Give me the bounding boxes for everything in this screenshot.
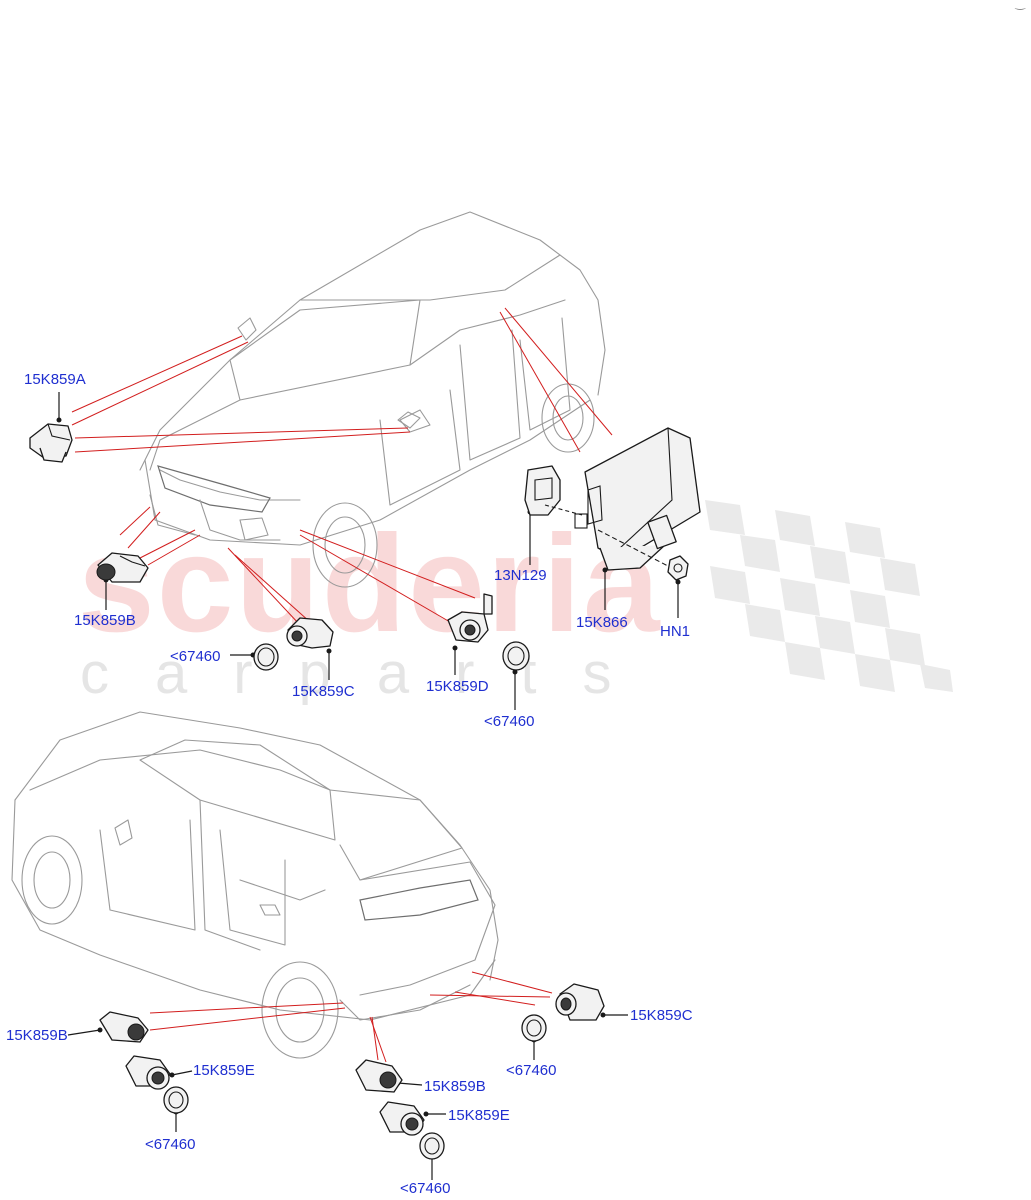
label-15k859e-rear-center[interactable]: 15K859E bbox=[448, 1107, 510, 1124]
rear-left-bezel-part bbox=[163, 1086, 189, 1114]
front-vehicle-outline bbox=[139, 211, 606, 588]
rear-center-sensor-e-part bbox=[379, 1101, 425, 1136]
label-15k859b-rear-center[interactable]: 15K859B bbox=[424, 1078, 486, 1095]
label-15k859a[interactable]: 15K859A bbox=[24, 371, 86, 388]
corner-mark: ‿ bbox=[1015, 0, 1025, 10]
front-outer-sensor-part bbox=[96, 552, 149, 583]
front-inner-sensor-d-part bbox=[447, 593, 493, 643]
rear-left-sensor-e-part bbox=[125, 1055, 171, 1090]
control-module-part bbox=[574, 427, 701, 571]
front-inner-sensor-c-part bbox=[286, 617, 334, 649]
label-15k859c-rear-right[interactable]: 15K859C bbox=[630, 1007, 693, 1024]
bracket-part bbox=[524, 465, 583, 516]
rear-left-sensor-b-part bbox=[99, 1011, 149, 1043]
label-67460-rear-left[interactable]: <67460 bbox=[145, 1136, 196, 1153]
rear-vehicle-outline bbox=[11, 711, 499, 1059]
leader-lines bbox=[71, 307, 613, 1063]
label-67460-rear-center[interactable]: <67460 bbox=[400, 1180, 451, 1197]
rear-center-bezel-part bbox=[419, 1132, 445, 1160]
side-sensor-part bbox=[29, 423, 73, 463]
watermark-flag bbox=[705, 500, 953, 692]
front-left-bezel-part bbox=[253, 643, 279, 671]
label-hn1[interactable]: HN1 bbox=[660, 623, 691, 640]
label-67460-rear-right[interactable]: <67460 bbox=[506, 1062, 557, 1079]
label-15k859b-rear-left[interactable]: 15K859B bbox=[6, 1027, 68, 1044]
rear-right-sensor-c-part bbox=[555, 983, 605, 1021]
label-15k859b-front[interactable]: 15K859B bbox=[74, 612, 136, 629]
label-67460-front-right[interactable]: <67460 bbox=[484, 713, 535, 730]
label-13n129[interactable]: 13N129 bbox=[494, 567, 547, 584]
front-right-bezel-part bbox=[502, 641, 530, 671]
nut-part bbox=[667, 555, 689, 581]
label-15k866[interactable]: 15K866 bbox=[576, 614, 628, 631]
rear-center-sensor-b-part bbox=[355, 1059, 403, 1093]
label-15k859e-rear-left[interactable]: 15K859E bbox=[193, 1062, 255, 1079]
label-67460-front-left[interactable]: <67460 bbox=[170, 648, 221, 665]
label-15k859c-front[interactable]: 15K859C bbox=[292, 683, 355, 700]
rear-right-bezel-part bbox=[521, 1014, 547, 1042]
label-15k859d[interactable]: 15K859D bbox=[426, 678, 489, 695]
